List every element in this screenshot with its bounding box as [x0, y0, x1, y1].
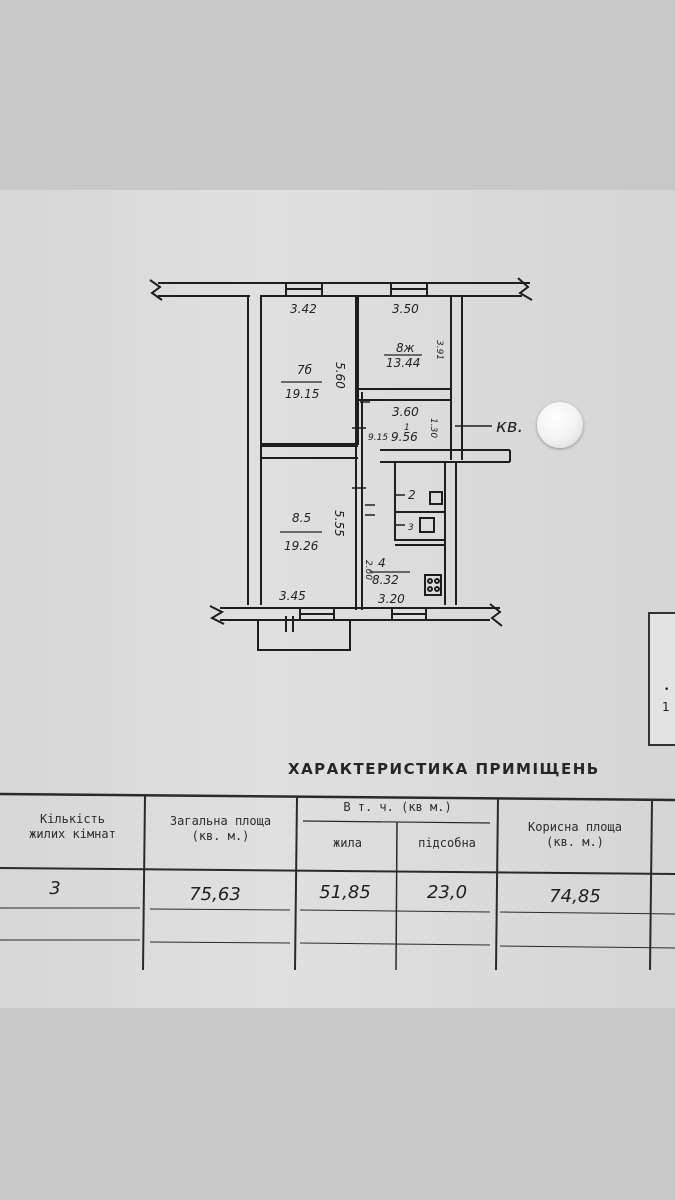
dim-kitchen-bottom: 3.20	[378, 592, 405, 606]
room-1-area: 19.15	[285, 387, 319, 401]
header-total-area: Загальна площа (кв. м.)	[148, 814, 293, 844]
header-including: В т. ч. (кв м.)	[343, 800, 452, 814]
header-useful-area-line1: Корисна площа	[528, 820, 622, 834]
top-margin	[0, 0, 675, 190]
room-kitchen-area: 8.32	[372, 573, 399, 587]
floor-plan: 3.42 3.50 5.60 3.91 7б 19.15 8ж 13.44 3.…	[149, 277, 533, 651]
section-title: ХАРАКТЕРИСТИКА ПРИМІЩЕНЬ	[288, 760, 600, 778]
header-useful-area: Корисна площа (кв. м.)	[500, 820, 650, 850]
dim-top-right: 3.50	[392, 302, 419, 316]
cell-total-area: 75,63	[189, 884, 241, 905]
dim-room-height-upper: 5.60	[333, 362, 347, 389]
room-kitchen-number: 4	[378, 556, 386, 570]
room-2-small-label: 2	[408, 488, 416, 502]
document-paper	[0, 190, 675, 1008]
cell-rooms-count: 3	[49, 878, 61, 899]
room-corridor-area: 9.56	[391, 430, 418, 444]
cell-useful-area: 74,85	[549, 886, 601, 907]
room-2-number: 8ж	[396, 341, 415, 355]
room-corridor-number: 1	[404, 423, 410, 433]
room-1-number: 7б	[297, 363, 313, 377]
side-dot: •	[664, 685, 670, 695]
dim-lower-room-height: 5.55	[332, 510, 346, 537]
table-grid	[0, 792, 675, 971]
assistive-touch-button[interactable]	[537, 402, 583, 448]
cell-living: 51,85	[319, 882, 371, 903]
header-living: жила	[333, 836, 362, 850]
header-useful-area-line2: (кв. м.)	[546, 835, 604, 849]
cell-auxiliary: 23,0	[426, 882, 468, 903]
room-2-area: 13.44	[386, 356, 420, 370]
room-3-area: 19.26	[284, 539, 319, 553]
dim-room-height-right: 3.91	[434, 340, 444, 360]
header-auxiliary: підсобна	[418, 836, 476, 850]
header-rooms-count: Кількість жилих кімнат	[5, 812, 140, 842]
header-rooms-count-line1: Кількість	[39, 812, 106, 826]
room-3-number: 8.5	[292, 511, 311, 525]
header-total-area-line1: Загальна площа	[169, 814, 272, 828]
room-3-small-label: 3	[408, 523, 414, 533]
apartment-label: кв.	[496, 416, 523, 437]
dim-corridor-small: 1.30	[428, 418, 438, 438]
characteristics-table: Кількість жилих кімнат Загальна площа (к…	[0, 790, 675, 990]
side-mark: 1	[662, 700, 670, 714]
break-mark	[149, 279, 163, 301]
dim-top-left: 3.42	[290, 302, 317, 316]
header-total-area-line2: (кв. м.)	[191, 829, 250, 843]
dim-corridor-width: 3.60	[392, 405, 419, 419]
side-stamp-box	[648, 612, 675, 746]
dim-bottom-left: 3.45	[279, 589, 306, 603]
bottom-margin	[0, 1008, 675, 1200]
header-rooms-count-line2: жилих кімнат	[29, 827, 116, 841]
dim-kitchen-side: 2.60	[363, 560, 373, 580]
corridor-extra: 9.15	[368, 433, 388, 443]
